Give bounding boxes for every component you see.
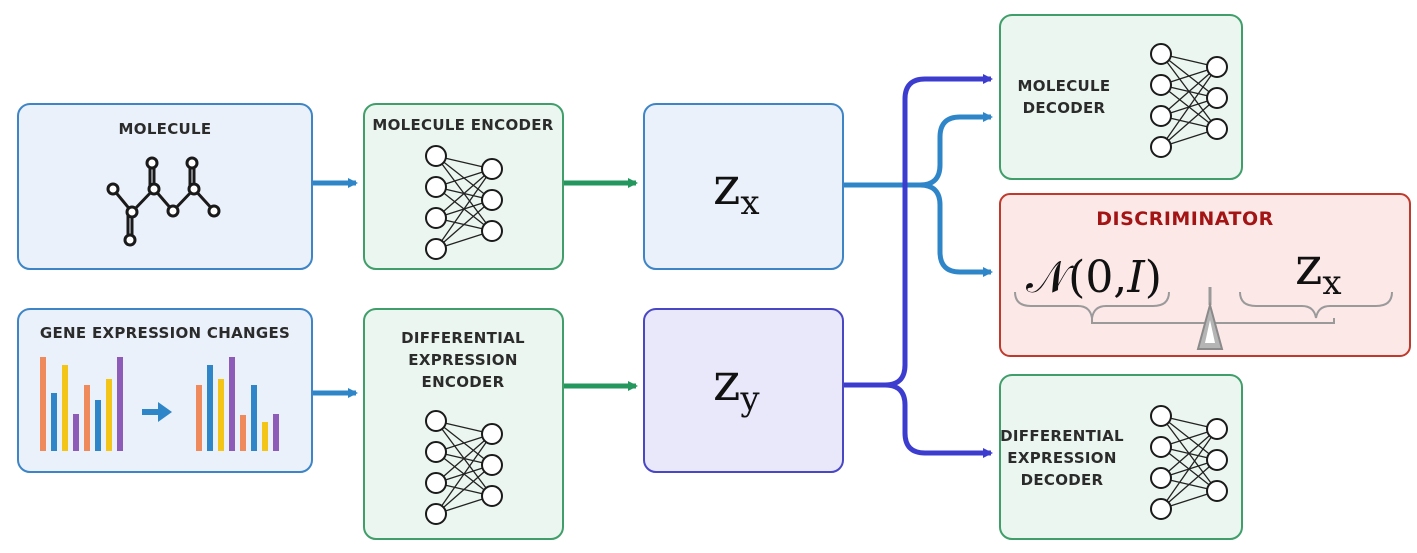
molecule-encoder-label: MOLECULE ENCODER: [372, 116, 553, 134]
bar-chart-after-icon: [196, 357, 279, 451]
svg-text:zx: zx: [713, 157, 760, 223]
neural-network-icon: [425, 145, 503, 260]
bar-chart-before-icon: [40, 357, 123, 451]
molecule-structure-icon: [106, 156, 221, 247]
balance-scale-icon: [1014, 287, 1393, 350]
latent-zy-subscript: y: [739, 379, 760, 419]
molecule-decoder-box: MOLECULE DECODER: [999, 14, 1243, 180]
de-decoder-label-line-1: DIFFERENTIAL: [1000, 427, 1124, 445]
connectors: [313, 74, 993, 458]
neural-network-icon: [1150, 405, 1228, 520]
neural-network-icon: [1150, 43, 1228, 158]
differential-expression-encoder-box: DIFFERENTIAL EXPRESSION ENCODER: [363, 308, 564, 540]
arrow-zy-to-molecule-decoder: [844, 74, 993, 388]
arrow-zx-to-discriminator: [919, 182, 993, 277]
gene-expression-box: GENE EXPRESSION CHANGES: [17, 308, 313, 473]
arrow-zy-to-de-decoder: [884, 382, 993, 458]
latent-zx-symbol: z: [713, 157, 740, 217]
discriminator-zx-symbol: z: [1295, 237, 1322, 297]
normal-distribution-symbol: 𝒩(0,: [1026, 252, 1127, 303]
latent-zy-symbol: z: [713, 353, 740, 413]
de-decoder-label-line-2: EXPRESSION: [1007, 449, 1116, 467]
molecule-decoder-label-line-2: DECODER: [1023, 99, 1106, 117]
de-encoder-label-line-3: ENCODER: [422, 373, 505, 391]
identity-matrix-symbol: I: [1126, 252, 1146, 303]
differential-expression-decoder-box: DIFFERENTIAL EXPRESSION DECODER: [999, 374, 1243, 540]
latent-zy-box: zy: [643, 308, 844, 473]
svg-text:zy: zy: [713, 353, 760, 419]
de-decoder-label-line-3: DECODER: [1021, 471, 1104, 489]
latent-zx-subscript: x: [740, 183, 759, 223]
de-encoder-label-line-2: EXPRESSION: [408, 351, 517, 369]
arrow-zx-to-molecule-decoder: [844, 112, 993, 188]
molecule-label: MOLECULE: [119, 120, 212, 138]
arrow-right-icon: [142, 402, 172, 422]
normal-distribution-close: ): [1145, 252, 1162, 303]
latent-zx-box: zx: [643, 103, 844, 270]
molecule-decoder-label-line-1: MOLECULE: [1018, 77, 1111, 95]
discriminator-zx-subscript: x: [1322, 263, 1341, 303]
de-encoder-label-line-1: DIFFERENTIAL: [401, 329, 525, 347]
svg-text:𝒩(0,I): 𝒩(0,I): [1026, 252, 1162, 303]
discriminator-label: DISCRIMINATOR: [1096, 208, 1274, 230]
gene-expression-label: GENE EXPRESSION CHANGES: [40, 324, 290, 342]
molecule-box: MOLECULE: [17, 103, 313, 270]
neural-network-icon: [425, 410, 503, 525]
discriminator-box: DISCRIMINATOR 𝒩(0,I) zx: [999, 193, 1411, 357]
svg-text:zx: zx: [1295, 237, 1342, 303]
molecule-encoder-box: MOLECULE ENCODER: [363, 103, 564, 270]
